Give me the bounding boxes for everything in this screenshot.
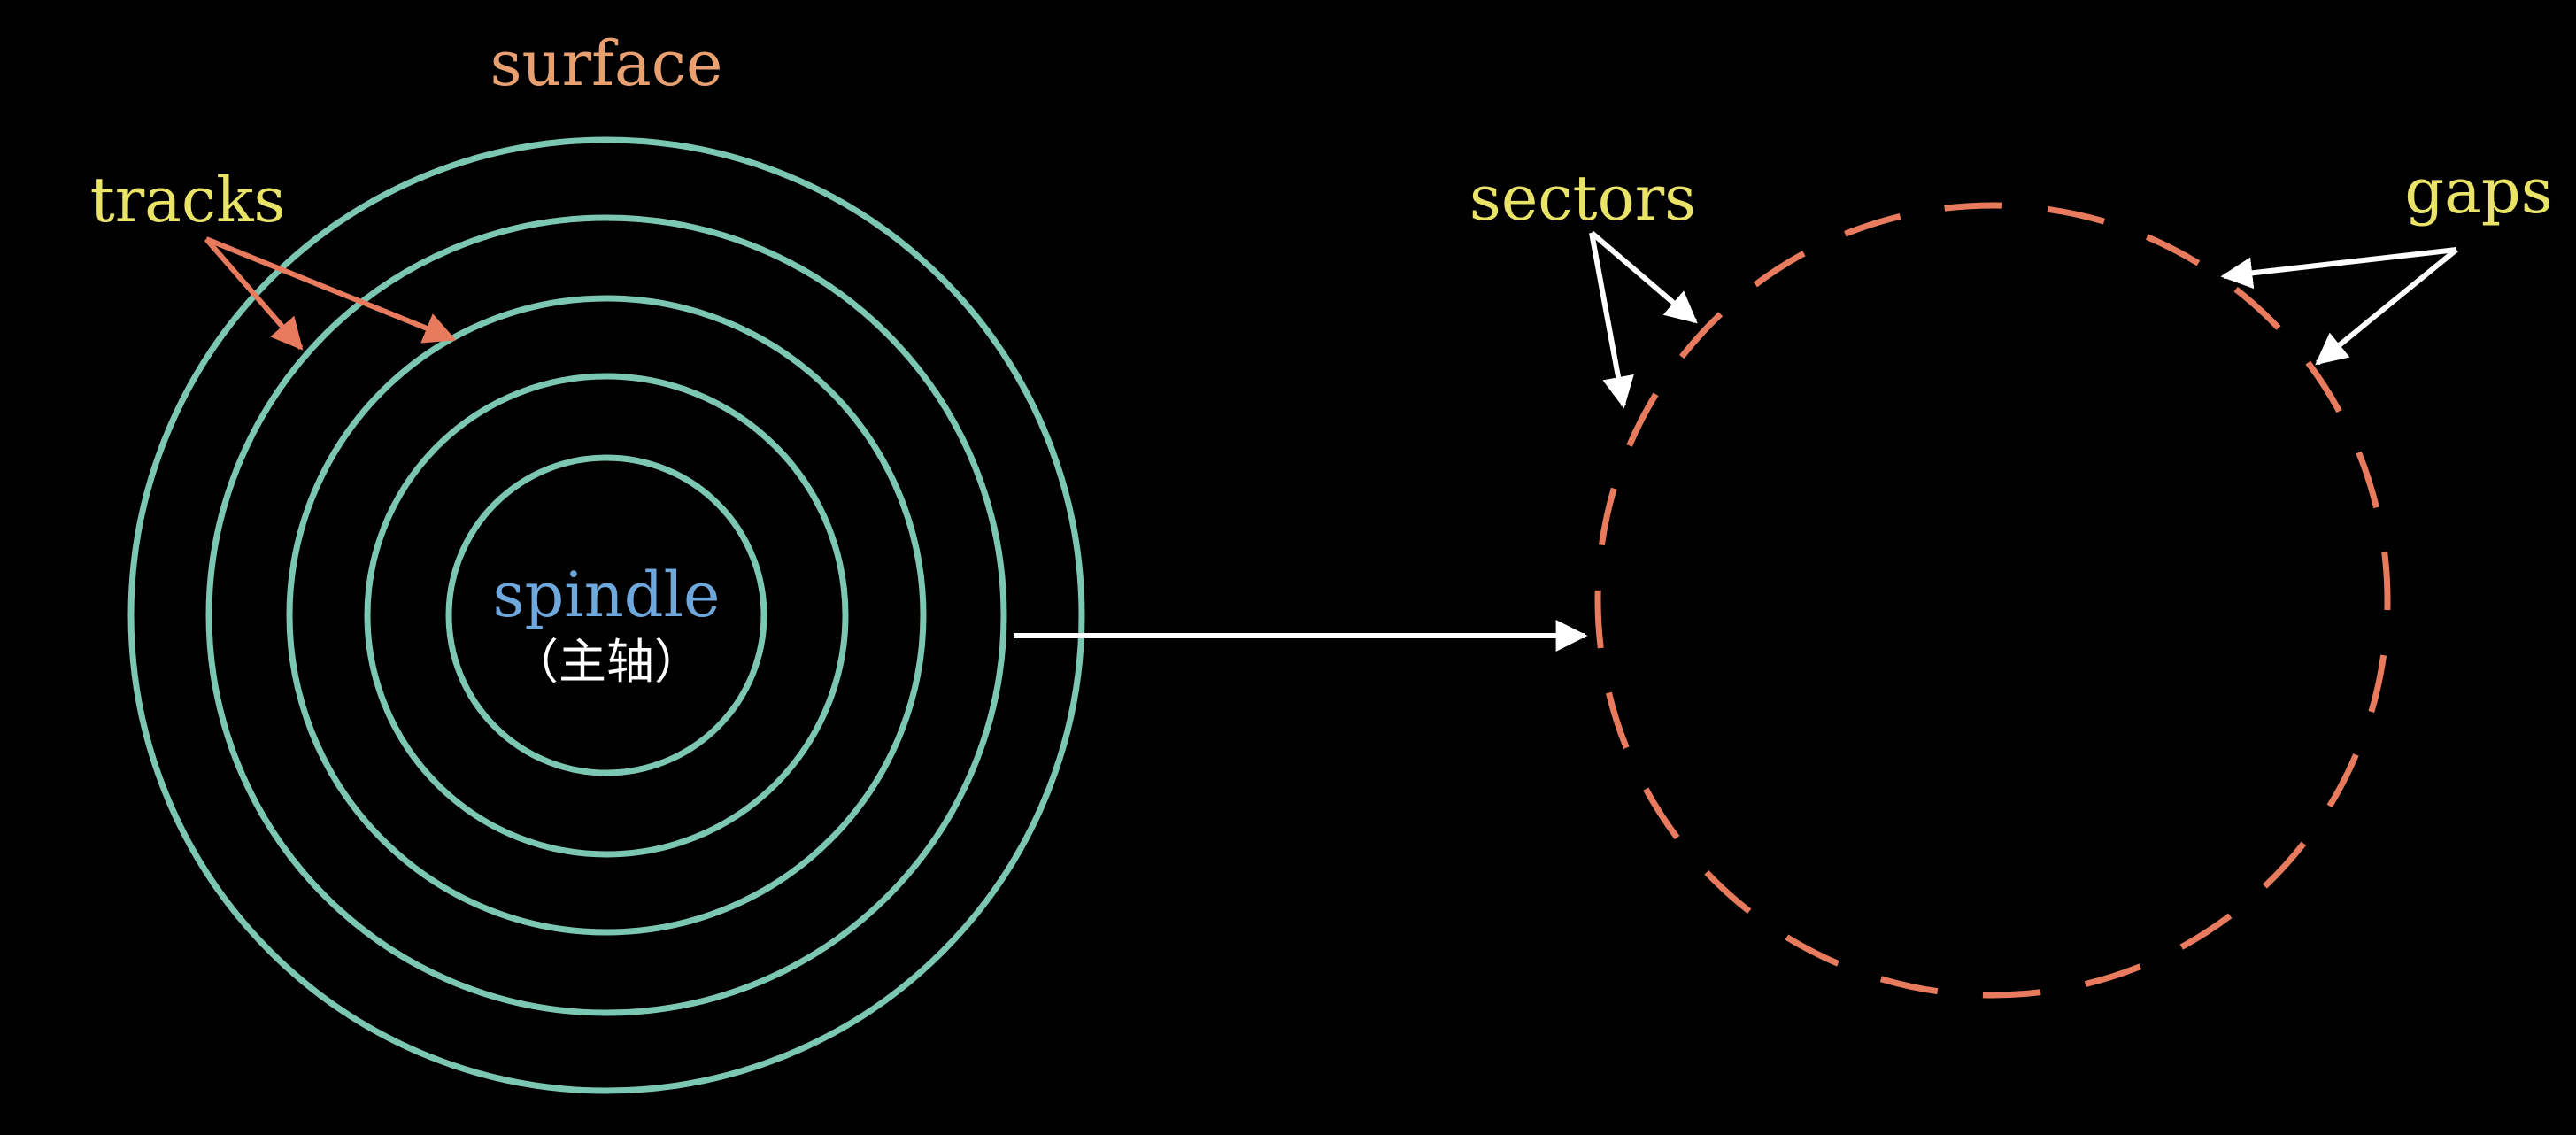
track-ring-2 [205, 214, 1007, 1016]
spindle-label: spindle [493, 559, 721, 631]
sectors-label: sectors [1469, 162, 1696, 235]
tracks-arrow-2 [204, 236, 457, 344]
disk-tracks [127, 136, 1085, 1094]
sectors-arrows [1589, 230, 1698, 409]
sectors-arrow-1 [1590, 230, 1698, 324]
gaps-arrows [2220, 247, 2458, 366]
tracks-label: tracks [90, 164, 286, 236]
gaps-arrow-2 [2315, 247, 2458, 366]
track-ring-5 [445, 454, 767, 776]
track-ring-3 [286, 295, 927, 936]
tracks-arrow-1 [204, 237, 304, 351]
gaps-label: gaps [2404, 155, 2552, 228]
spindle-cn-label: （主轴） [511, 634, 702, 690]
gaps-arrow-1 [2220, 247, 2457, 290]
surface-label: surface [490, 27, 723, 100]
sector-ring [1594, 202, 2391, 999]
sectors-arrow-2 [1589, 232, 1634, 409]
track-ring-4 [364, 373, 849, 858]
tracks-arrows [204, 236, 457, 351]
track-ring-1 [127, 136, 1085, 1094]
